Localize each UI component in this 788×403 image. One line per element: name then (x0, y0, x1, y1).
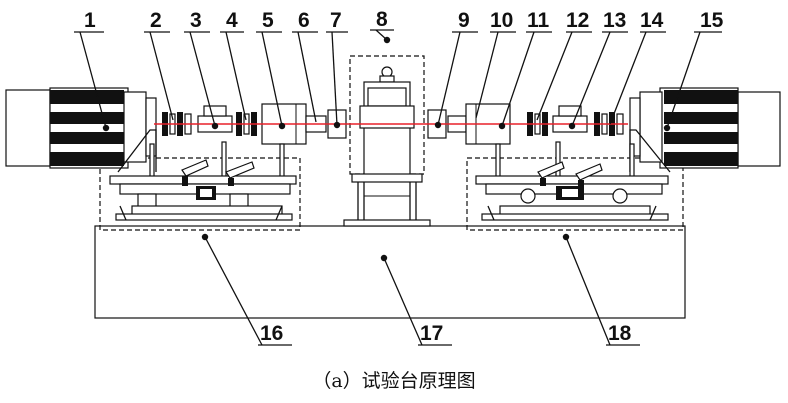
label-2: 2 (150, 9, 162, 32)
label-5: 5 (262, 9, 274, 32)
label-17: 17 (420, 322, 443, 345)
label-4: 4 (226, 9, 238, 32)
label-11: 11 (527, 9, 550, 32)
label-15: 15 (700, 9, 724, 32)
label-18: 18 (608, 322, 632, 345)
label-12: 12 (566, 9, 589, 32)
test-specimen-assembly (343, 66, 431, 227)
right-motor (629, 87, 781, 169)
left-sliding-base (109, 159, 297, 221)
group-box-18 (466, 157, 684, 231)
label-9: 9 (458, 9, 470, 32)
part-number-labels: 1 2 3 4 5 6 7 8 9 10 11 12 13 14 15 16 1… (84, 8, 724, 345)
group-box-16 (99, 157, 301, 231)
label-1: 1 (84, 9, 96, 32)
left-motor (5, 87, 157, 169)
label-6: 6 (298, 9, 310, 32)
right-drive-train (427, 103, 635, 183)
figure-caption: （a）试验台原理图 (312, 370, 476, 392)
left-motor-bracket (117, 129, 157, 173)
label-3: 3 (190, 9, 202, 32)
label-14: 14 (640, 9, 664, 32)
label-10: 10 (490, 9, 513, 32)
right-sliding-base (475, 161, 669, 221)
label-16: 16 (260, 322, 283, 345)
label-7: 7 (330, 9, 342, 32)
label-13: 13 (603, 9, 626, 32)
label-8: 8 (376, 8, 388, 31)
leader-lines (74, 29, 722, 346)
